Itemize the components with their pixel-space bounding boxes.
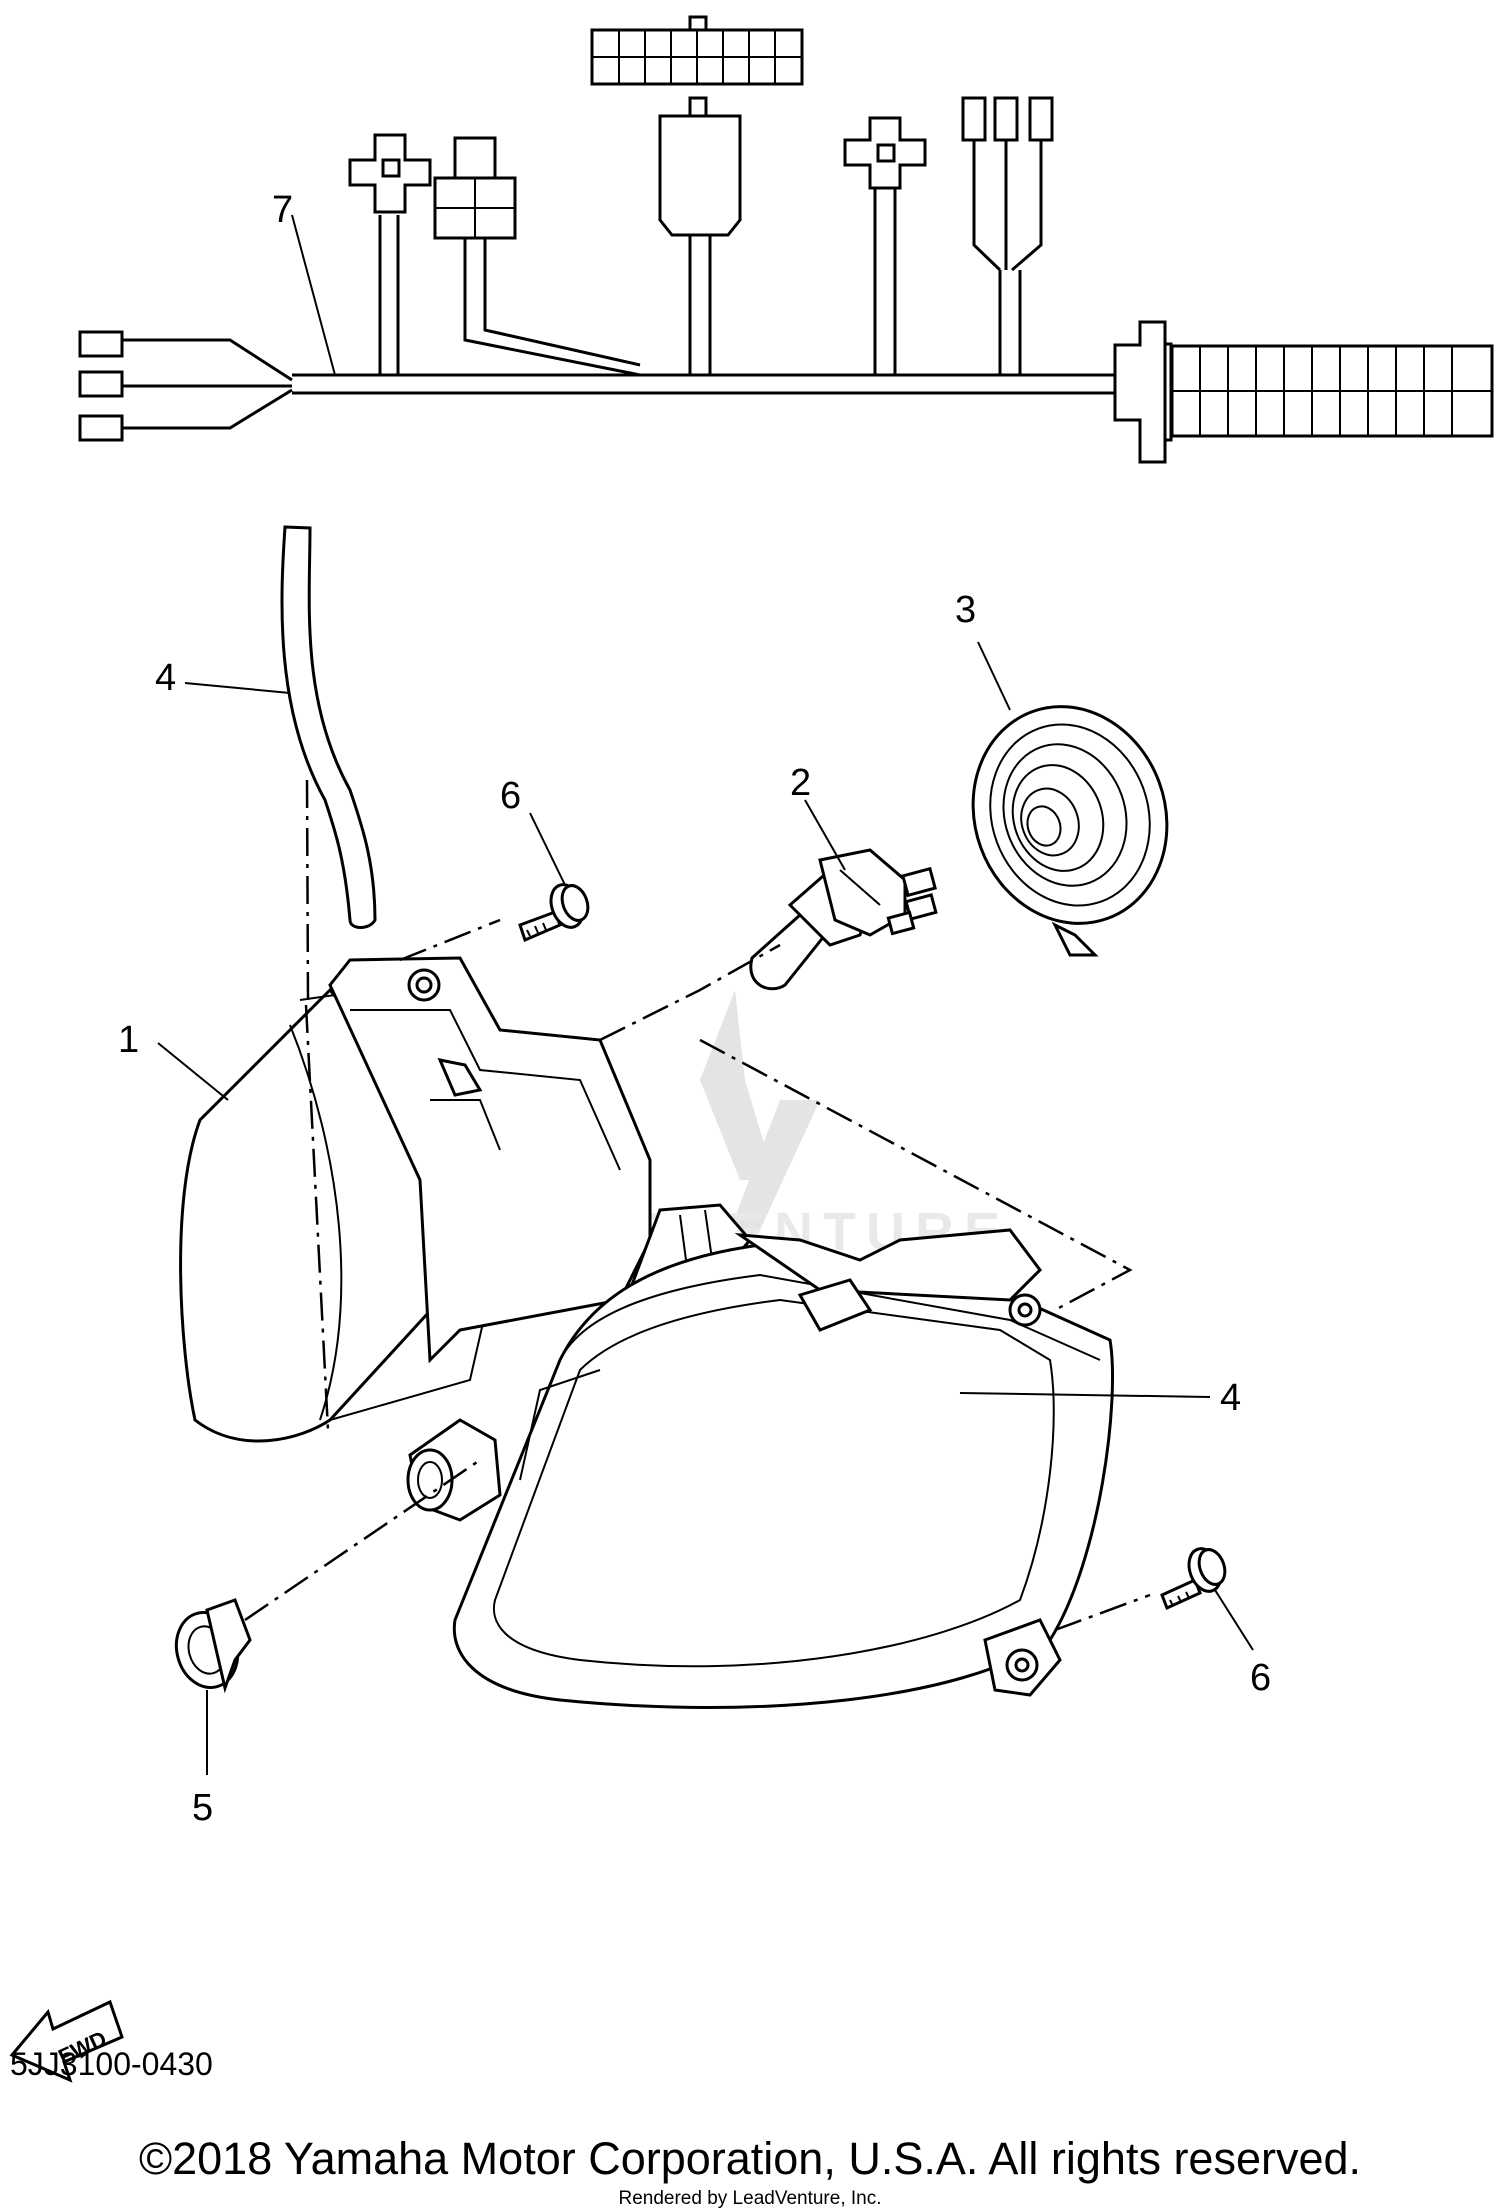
- label-4-top: 4: [155, 657, 176, 699]
- grommet: [174, 1598, 252, 1775]
- label-5: 5: [192, 1787, 213, 1829]
- copyright-notice: ©2018 Yamaha Motor Corporation, U.S.A. A…: [138, 2133, 1362, 2184]
- label-6-top: 6: [500, 775, 521, 817]
- label-7: 7: [272, 189, 293, 231]
- rendered-by-notice: Rendered by LeadVenture, Inc.: [618, 2188, 882, 2209]
- label-1: 1: [118, 1019, 139, 1061]
- screw-top: [518, 812, 590, 943]
- wire-harness: [78, 15, 1494, 464]
- bulb-cover: [971, 641, 1169, 957]
- headlight-assembly: [157, 956, 1114, 1709]
- label-6-bottom: 6: [1250, 1657, 1271, 1699]
- headlight-bulb: [749, 799, 938, 991]
- label-2: 2: [790, 762, 811, 804]
- label-3: 3: [955, 589, 976, 631]
- seal-strip: [184, 525, 377, 929]
- label-4-right: 4: [1220, 1377, 1241, 1419]
- diagram-code: 5JJ3100-0430: [10, 2046, 213, 2082]
- screw-bottom: [1160, 1547, 1254, 1651]
- assembly-centerlines: [244, 779, 1151, 1632]
